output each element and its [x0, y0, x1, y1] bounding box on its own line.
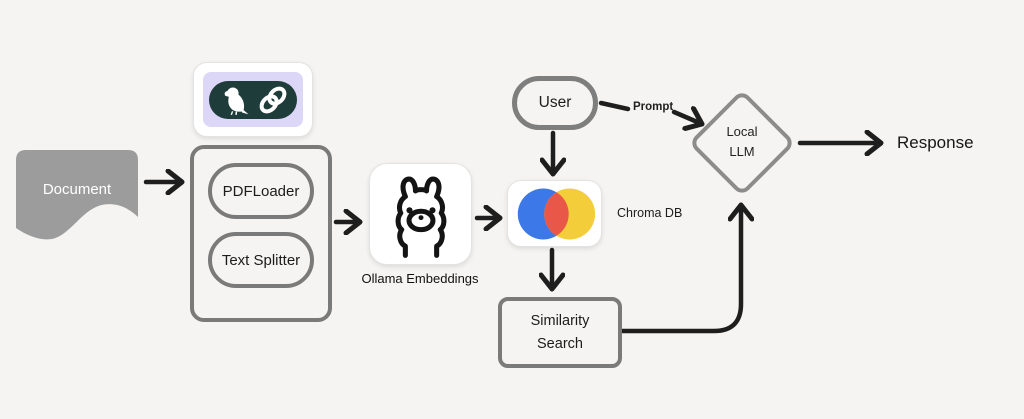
- llama-face-icon: [395, 176, 446, 258]
- chroma-db-label: Chroma DB: [617, 206, 683, 220]
- similarity-search-label: Similarity Search: [530, 313, 590, 352]
- response-label: Response: [897, 133, 974, 152]
- edge-similarity-to-llm: [619, 205, 741, 334]
- chroma-venn-icon: [517, 188, 596, 240]
- langchain-logo-background: [203, 72, 303, 127]
- document-shape: [16, 150, 138, 240]
- local-llm-label: Local LLM: [726, 124, 758, 160]
- edge-user-to-llm-dash: [598, 100, 631, 112]
- pdfloader-node: PDFLoader: [208, 163, 314, 219]
- edge-prompt-to-llm: [671, 112, 702, 124]
- parrot-and-chain-link-icon: [224, 86, 287, 115]
- document-node: [16, 150, 138, 240]
- ollama-label: Ollama Embeddings: [361, 271, 479, 286]
- chroma-db-node: [507, 180, 602, 247]
- ollama-node: [369, 163, 472, 265]
- text-splitter-node: Text Splitter: [208, 232, 314, 288]
- similarity-search-node: Similarity Search: [498, 297, 622, 368]
- langchain-logo-card: [193, 62, 313, 137]
- loader-container: PDFLoader Text Splitter: [190, 145, 332, 322]
- document-label: Document: [42, 180, 112, 198]
- prompt-edge-label: Prompt: [633, 101, 674, 113]
- user-node: User: [512, 76, 598, 130]
- langchain-logo-pill: [209, 80, 297, 119]
